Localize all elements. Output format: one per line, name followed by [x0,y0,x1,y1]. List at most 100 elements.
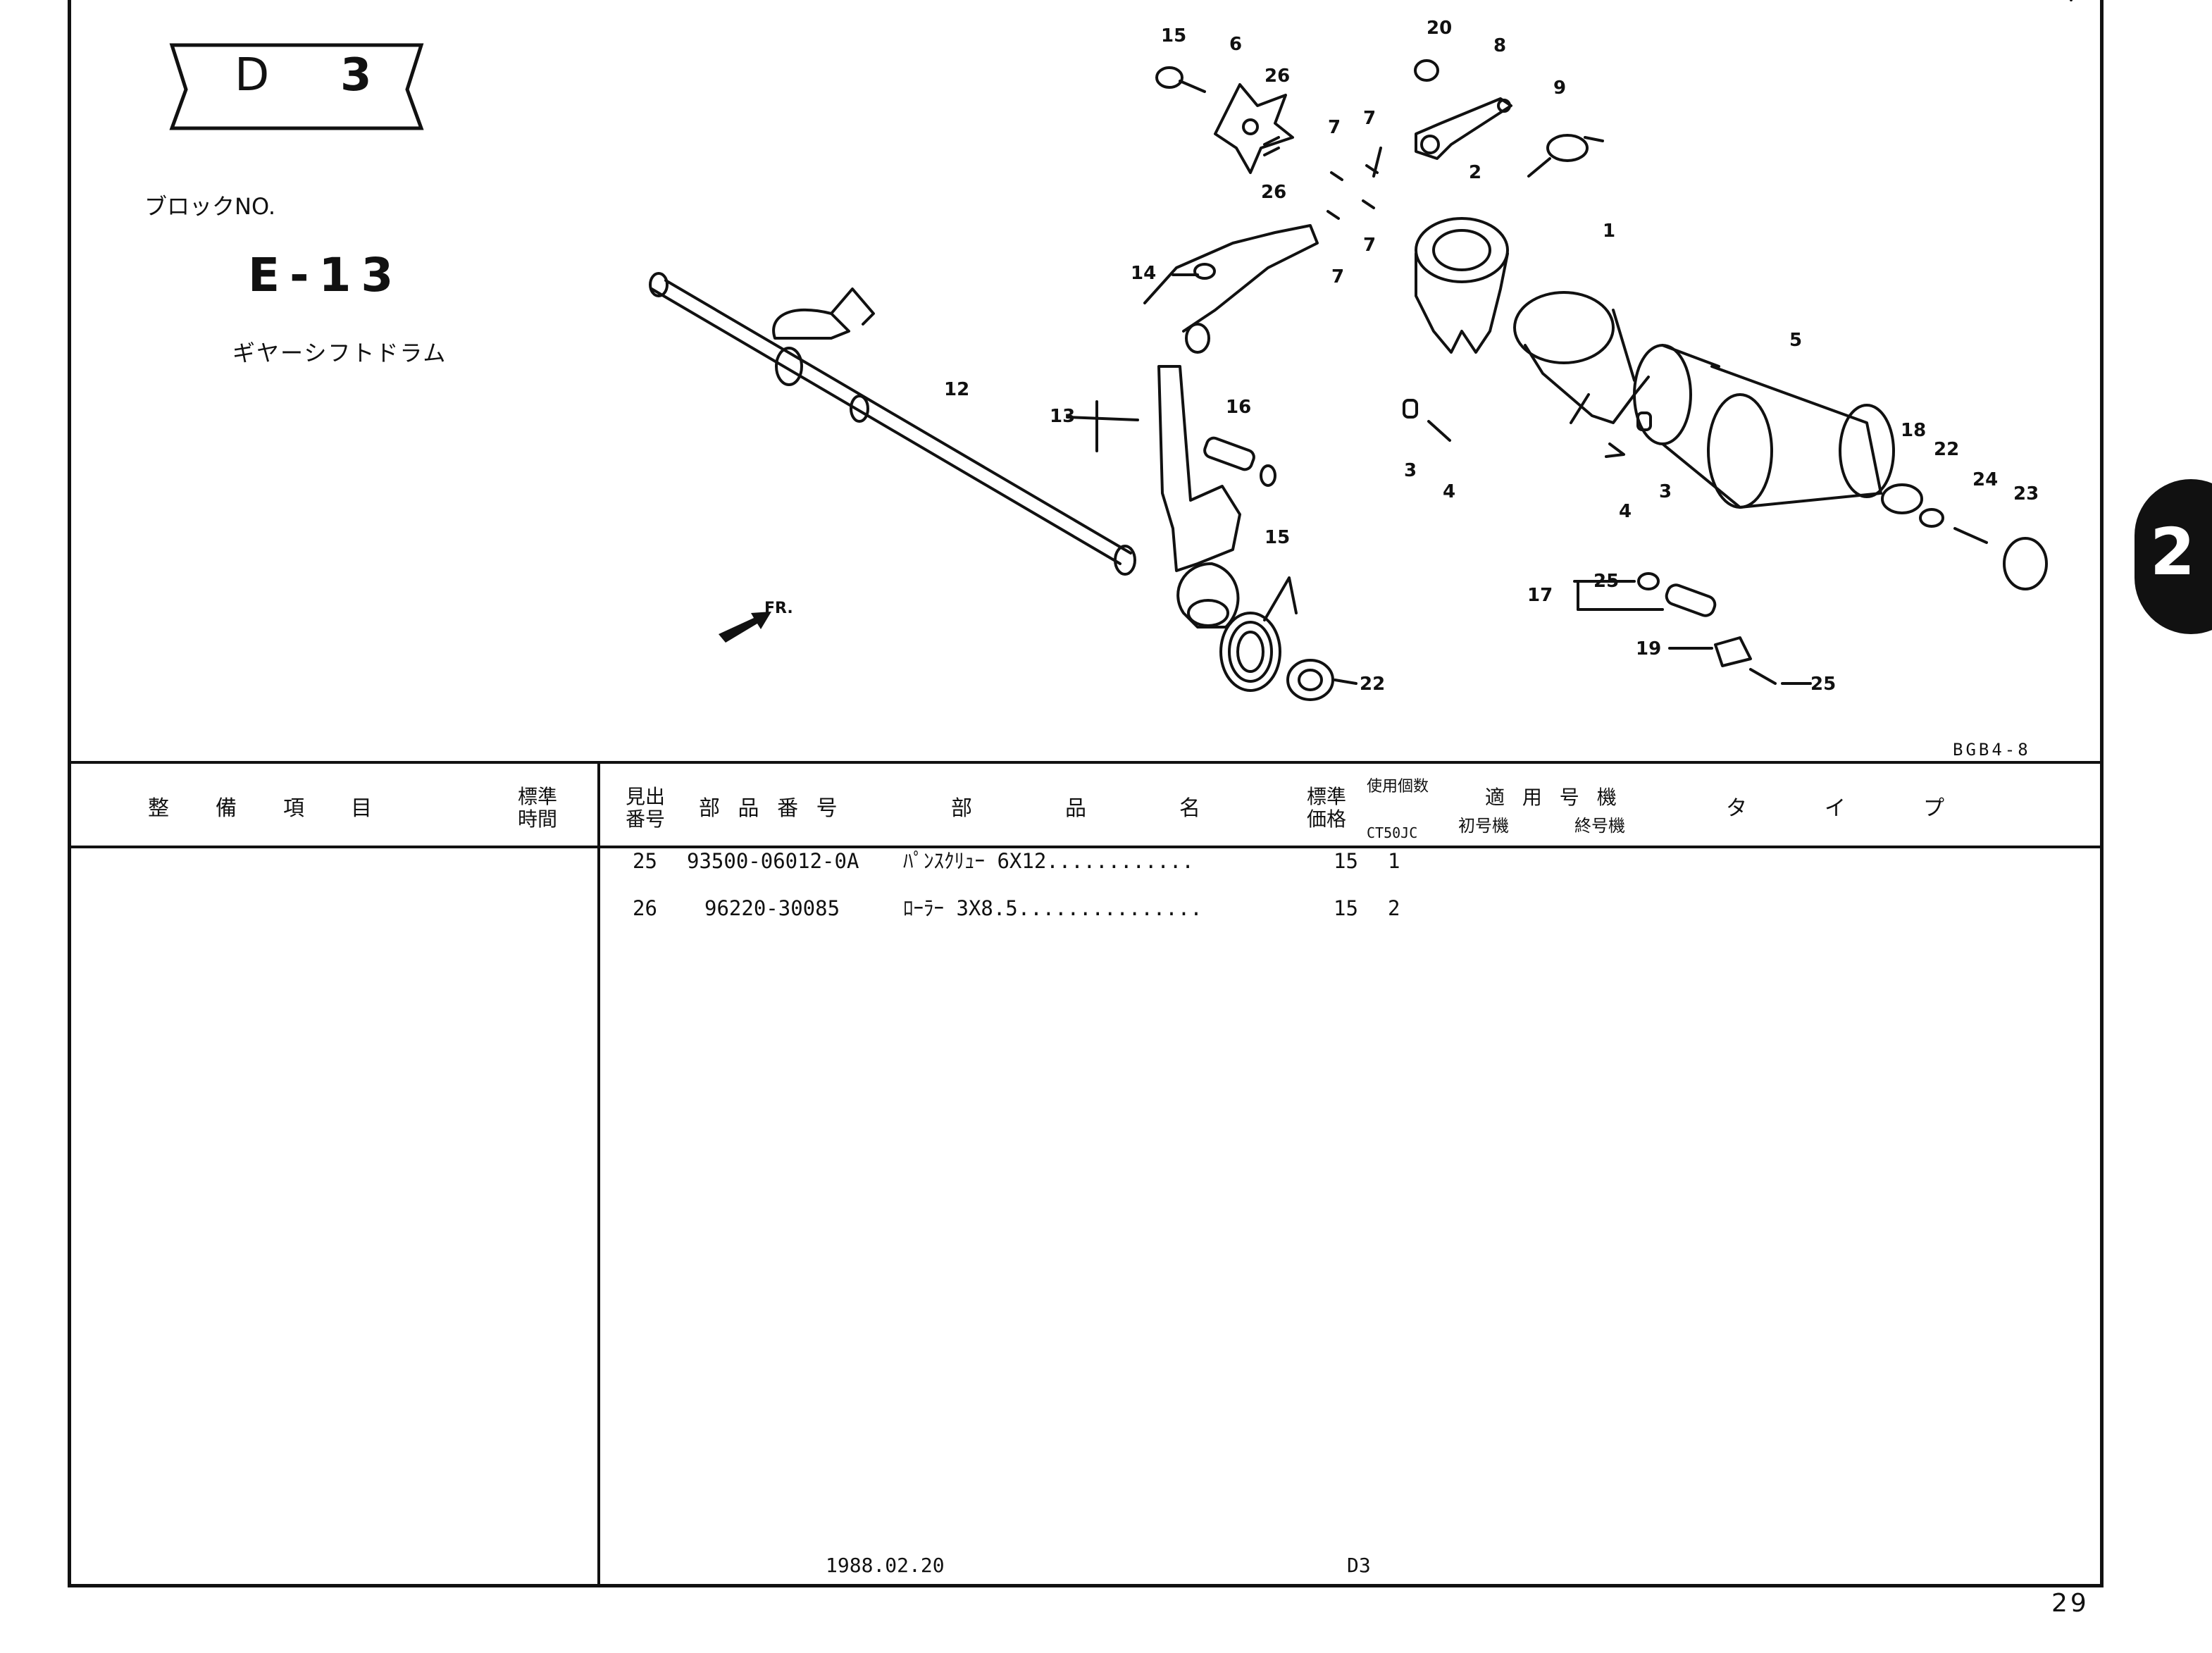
callout-7a: 7 [1328,117,1341,138]
bolt-14 [1203,436,1276,487]
header-applicable: 適 用 号 機 [1485,786,1622,809]
section-tab: 2 [2135,479,2212,634]
block-code: E-13 [248,248,404,302]
roller-26b [1263,147,1280,156]
callout-9: 9 [1553,78,1567,99]
roller-26a [1263,136,1280,146]
shift-fork-2 [1415,217,1509,354]
callout-11: 13 [1050,406,1076,427]
header-std-price: 標準 価格 [1307,785,1347,831]
exploded-parts-diagram: FR. [649,0,2073,701]
header-ref-no: 見出 番号 [626,785,666,831]
header-part-name: 部 品 名 [951,796,1217,821]
collar-22 [1286,659,1334,701]
callout-12: 14 [1131,263,1157,284]
callout-24: 24 [1972,469,1999,490]
screw-25 [1749,668,1777,685]
callout-6: 6 [1229,34,1243,55]
footer-block-code: D3 [1347,1554,1371,1577]
callout-19: 15 [1161,25,1187,47]
spring-4a [1427,420,1451,442]
row-part-no: 96220-30085 [704,896,840,920]
header-model: CT50JC [1367,824,1418,841]
callout-18: 20 [1427,18,1453,39]
callout-26b: 26 [1261,182,1287,203]
header-qty-used: 使用個数 [1367,778,1429,795]
callout-26: 26 [1265,66,1291,87]
block-badge: D 3 [168,37,428,135]
callout-15: 17 [1527,585,1553,606]
row-part-name: ﾊﾟﾝｽｸﾘｭｰ 6X12............ [903,849,1194,873]
row-part-no: 93500-06012-0A [687,849,859,873]
callout-4a: 4 [1443,481,1456,502]
gearshift-spindle-10 [649,272,1136,576]
header-last-serial: 終号機 [1574,816,1625,836]
front-arrow-icon [719,612,771,643]
section-tab-number: 2 [2150,514,2196,590]
front-label: FR. [764,600,793,617]
stopper-plate-6 [1214,83,1294,174]
table-divider [597,761,600,1585]
callout-20: 22 [1934,439,1960,460]
bolt-18 [1414,59,1439,82]
header-std-time: 標準 時間 [518,785,558,831]
callout-14: 16 [1226,397,1252,418]
bolt-19 [1155,66,1206,93]
cap-21 [2003,537,2048,590]
roller-7c [1326,210,1340,220]
oring-23 [1637,572,1660,590]
callout-17: 19 [1636,638,1662,660]
page-number: 29 [2051,1589,2089,1618]
callout-7d: 7 [1331,266,1345,287]
table-top-rule [68,761,2100,764]
block-label: ブロックNO. [144,193,276,220]
row-qty: 1 [1388,849,1400,873]
row-ref-no: 25 [633,849,657,873]
diagram-ref-code: BGB4-8 [1953,740,2031,760]
roller-7d [1362,199,1375,209]
callout-13: 15 [1265,527,1291,548]
header-service-item: 整 備 項 目 [148,796,385,821]
plate-16 [1881,483,1923,514]
table-header-rule [68,846,2100,848]
badge-letter: D [235,49,270,101]
row-price: 15 [1334,849,1358,873]
callout-16: 18 [1901,420,1927,441]
pin-15 [1665,583,1717,617]
pin-3a [1403,399,1418,419]
page-frame [68,0,2104,1587]
header-type: タ イ プ [1726,796,1972,821]
row-ref-no: 26 [633,896,657,920]
callout-7c: 7 [1363,235,1377,256]
spring-9 [1527,134,1604,178]
callout-23: 25 [1593,571,1620,592]
pin-3b [1636,411,1652,431]
badge-number: 3 [340,49,372,101]
callout-1: 1 [1603,221,1616,242]
pin-12 [1193,263,1216,280]
row-price: 15 [1334,896,1358,920]
bolt-24 [1953,527,1988,544]
washer-20 [1919,508,1944,528]
callout-7b: 7 [1363,108,1377,129]
footer-date: 1988.02.20 [826,1554,945,1577]
callout-10: 12 [944,379,970,400]
clip-17 [1714,636,1752,667]
row-part-name: ﾛｰﾗｰ 3X8.5............... [903,896,1203,920]
header-part-no: 部 品 番 号 [699,796,843,821]
return-spring-13 [1219,576,1298,692]
callout-3b: 3 [1659,481,1672,502]
header-first-serial: 初号機 [1458,816,1509,836]
stopper-arm-8 [1415,97,1512,160]
callout-21: 23 [2013,483,2039,504]
callout-4b: 4 [1619,501,1632,522]
gearshift-drum-5 [1633,344,1895,509]
callout-8: 8 [1493,35,1507,56]
callout-3a: 3 [1404,460,1417,481]
callout-2: 2 [1469,162,1482,183]
callout-22: 22 [1360,674,1386,695]
callout-25: 25 [1810,674,1837,695]
roller-7a [1330,171,1343,181]
callout-5: 5 [1789,330,1803,351]
shift-fork-1 [1513,291,1650,424]
